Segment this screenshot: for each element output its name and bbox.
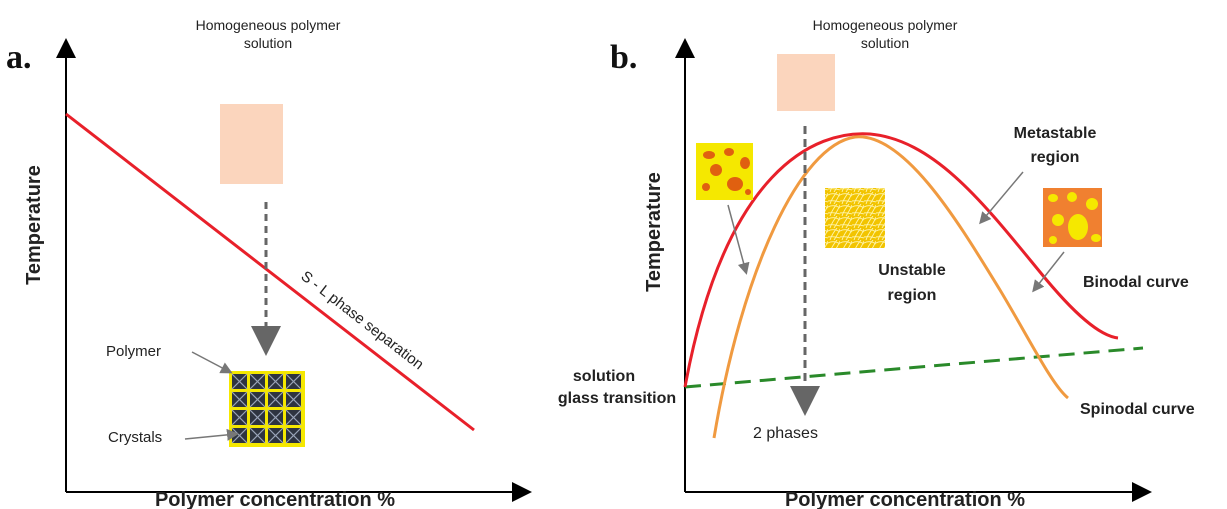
- panel-a-letter: a.: [6, 39, 32, 76]
- crystal-facet: [285, 373, 302, 390]
- panel-a-crystals-label: Crystals: [108, 429, 162, 446]
- panel-b-unstable-label-2: region: [888, 287, 937, 304]
- crystal-facet: [267, 391, 284, 408]
- panel-b-phases-label: 2 phases: [753, 425, 818, 442]
- crystal-facet: [231, 409, 248, 426]
- panel-a-y-axis-label: Temperature: [23, 165, 45, 285]
- panel-b-top-label-1: Homogeneous polymer: [813, 17, 958, 33]
- crystal-facet: [285, 427, 302, 444]
- panel-a-polymer-label: Polymer: [106, 343, 161, 360]
- crystal-facet: [231, 391, 248, 408]
- crystal-facet: [249, 409, 266, 426]
- panel-a-crystals-arrow: [184, 428, 239, 441]
- panel-b-top-label-2: solution: [861, 35, 909, 51]
- crystal-facet: [267, 427, 284, 444]
- panel-a-sl-line: [65, 112, 475, 432]
- crystal-facet: [249, 427, 266, 444]
- panel-b-bicontinuous-morphology: [825, 188, 885, 248]
- panel-b-metastable-label-1: Metastable: [1014, 125, 1097, 142]
- panel-b-right-inset-arrow: [1032, 251, 1065, 293]
- crystal-facet: [249, 373, 266, 390]
- panel-a: a. Homogeneous polymer solution Temperat…: [6, 17, 532, 509]
- panel-b-metastable-label-2: region: [1031, 149, 1080, 166]
- panel-b-unstable-label-1: Unstable: [878, 262, 946, 279]
- panel-b-y-axis-label: Temperature: [643, 172, 665, 292]
- panel-b-binodal-curve: [683, 132, 1119, 388]
- panel-b-binodal-label: Binodal curve: [1083, 274, 1189, 291]
- crystal-facet: [231, 373, 248, 390]
- crystal-facet: [267, 373, 284, 390]
- panel-b-spinodal-curve: [712, 135, 1069, 439]
- panel-b-glass-label-1: solution: [573, 368, 635, 385]
- panel-b-droplet-morphology-right: [1043, 188, 1102, 247]
- panel-a-solution-box: [220, 104, 283, 184]
- panel-a-top-label-2: solution: [244, 35, 292, 51]
- panel-a-top-label-1: Homogeneous polymer: [196, 17, 341, 33]
- panel-b-glass-transition-line: [684, 346, 1144, 389]
- crystal-facet: [285, 391, 302, 408]
- panel-b-x-axis-label: Polymer concentration %: [785, 489, 1025, 509]
- panel-a-x-axis-label: Polymer concentration %: [155, 489, 395, 509]
- panel-b-droplet-morphology-left: [696, 143, 753, 200]
- panel-b-left-inset-arrow: [727, 204, 750, 275]
- panel-b-glass-label-2: glass transition: [558, 390, 676, 407]
- panel-b-spinodal-label: Spinodal curve: [1080, 401, 1195, 418]
- crystal-facet: [249, 391, 266, 408]
- panel-a-crystals-grid: [229, 371, 305, 447]
- panel-b-letter: b.: [610, 39, 637, 76]
- panel-b-solution-box: [777, 54, 835, 111]
- panel-b: b. Homogeneous polymer solution Temperat…: [558, 17, 1195, 509]
- crystal-facet: [285, 409, 302, 426]
- crystal-facet: [267, 409, 284, 426]
- panel-a-polymer-arrow: [191, 351, 233, 374]
- panel-a-sl-label: S - L phase separation: [298, 268, 427, 374]
- panel-b-metastable-arrow: [979, 171, 1024, 225]
